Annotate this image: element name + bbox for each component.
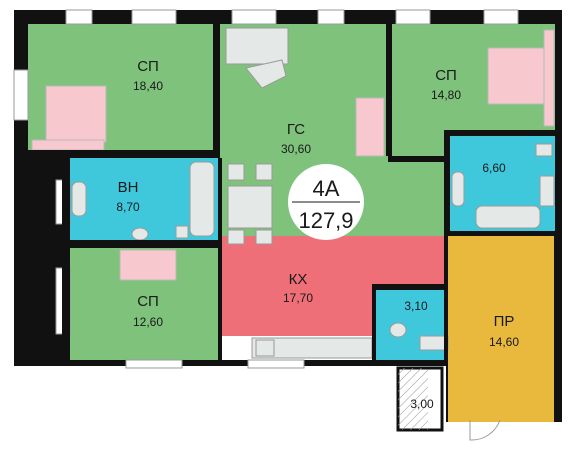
room-living-extension <box>388 162 444 236</box>
interior-wall <box>376 284 448 290</box>
window <box>125 359 183 369</box>
window <box>317 9 345 25</box>
window <box>395 9 431 25</box>
interior-wall <box>386 24 392 156</box>
room-area: 12,60 <box>133 315 163 329</box>
room-label: СП <box>137 293 159 310</box>
bathtub <box>189 161 215 237</box>
interior-wall <box>392 156 446 162</box>
window <box>483 9 519 25</box>
window <box>13 69 29 121</box>
room-area: 18,40 <box>133 79 163 93</box>
room-label: КХ <box>289 271 308 288</box>
room-area: 3,00 <box>410 397 434 411</box>
cabinet <box>355 97 385 157</box>
rack <box>539 175 555 207</box>
bathtub <box>475 205 541 229</box>
sink <box>419 335 449 351</box>
room-label: СП <box>137 58 159 75</box>
bed <box>45 85 107 143</box>
bidet <box>175 225 189 239</box>
bed <box>119 249 177 281</box>
armchair <box>245 59 287 89</box>
apartment-type: 4А <box>313 176 340 201</box>
entry-door <box>469 419 501 441</box>
room-area: 17,70 <box>283 291 313 305</box>
interior-wall <box>450 130 555 136</box>
room-area: 8,70 <box>116 200 140 214</box>
window <box>65 9 93 25</box>
washer <box>535 143 553 157</box>
interior-wall <box>213 24 220 150</box>
room-label: СП <box>435 67 457 84</box>
room-label: ПР <box>494 313 515 330</box>
room-label: ВН <box>118 179 139 196</box>
interior-wall <box>444 236 448 366</box>
interior-wall <box>372 284 376 366</box>
room-area: 30,60 <box>281 142 311 156</box>
window <box>131 9 177 25</box>
toilet <box>389 322 407 338</box>
room-area: 14,60 <box>489 335 519 349</box>
chair <box>227 163 245 181</box>
room-area: 14,80 <box>431 88 461 102</box>
bed-headboard <box>31 139 105 151</box>
interior-wall <box>28 150 220 158</box>
room-hall <box>448 236 554 422</box>
toilet <box>131 227 149 241</box>
stove <box>255 339 275 357</box>
interior-wall <box>218 158 222 360</box>
bed <box>487 47 549 105</box>
chair <box>255 229 273 245</box>
chair <box>227 229 245 245</box>
sink <box>451 171 465 207</box>
interior-wall <box>444 130 450 236</box>
bed-headboard <box>543 29 555 127</box>
dining-table <box>227 185 273 229</box>
window <box>231 9 277 25</box>
room-label: ГС <box>287 121 305 138</box>
interior-wall <box>70 240 220 248</box>
sofa <box>225 27 289 65</box>
apartment-total-area: 127,9 <box>298 208 353 233</box>
window <box>247 359 305 369</box>
room-area: 3,10 <box>404 299 428 313</box>
chair <box>255 163 273 181</box>
room-area: 6,60 <box>482 161 506 175</box>
interior-wall <box>62 158 70 360</box>
sink <box>71 181 87 217</box>
balcony-hatch <box>398 368 428 430</box>
interior-wall <box>446 231 555 236</box>
outside-area <box>14 366 386 426</box>
